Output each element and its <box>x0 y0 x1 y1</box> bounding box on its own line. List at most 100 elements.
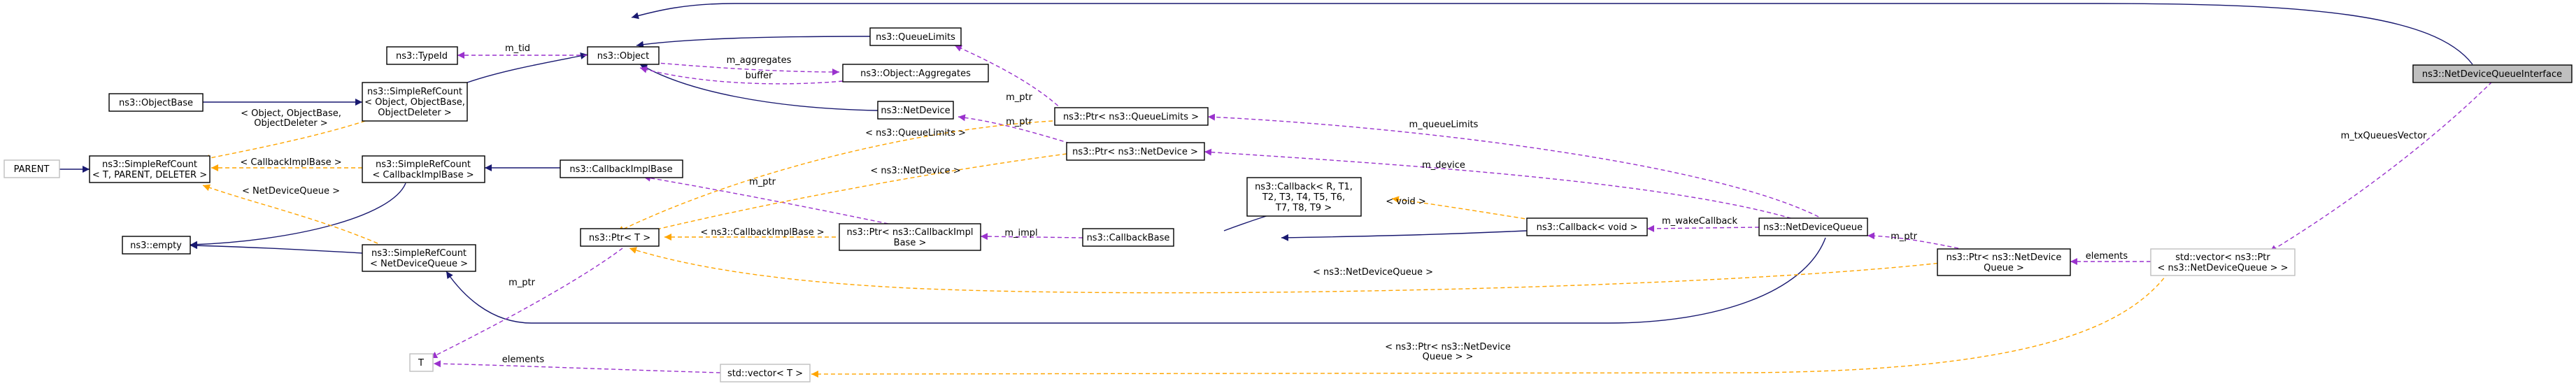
label-m-ptr-ndq: m_ptr <box>1891 231 1918 242</box>
node-simplerefcount-tpd-line-2: < T, PARENT, DELETER > <box>92 170 207 180</box>
node-vector-ptr-ndq[interactable]: std::vector< ns3::Ptr < ns3::NetDeviceQu… <box>2150 248 2296 276</box>
node-ptr-T-label: ns3::Ptr< T > <box>589 233 650 243</box>
node-simplerefcount-cb-line-1: ns3::SimpleRefCount <box>376 159 471 170</box>
edge-ndqi-to-object <box>631 3 2473 65</box>
node-netdevicequeueinterface[interactable]: ns3::NetDeviceQueueInterface <box>2412 64 2573 83</box>
label-buffer: buffer <box>746 71 773 81</box>
node-netdevice[interactable]: ns3::NetDevice <box>877 101 954 120</box>
edge-callbackvoid-to-callbackbase <box>1281 230 1528 241</box>
node-aggregates-label: ns3::Object::Aggregates <box>860 69 971 79</box>
edge-ptrql-to-queuelimits <box>954 45 1064 111</box>
node-ptr-queuelimits[interactable]: ns3::Ptr< ns3::QueueLimits > <box>1054 107 1209 126</box>
edge-tpl-ptrql <box>616 120 1053 233</box>
label-void-tpl: < void > <box>1386 196 1426 207</box>
node-simplerefcount-cb-line-2: < CallbackImplBase > <box>372 170 474 180</box>
node-queuelimits[interactable]: ns3::QueueLimits <box>869 27 962 46</box>
node-netdevice-label: ns3::NetDevice <box>881 106 950 116</box>
node-callbackbase[interactable]: ns3::CallbackBase <box>1082 228 1174 247</box>
node-ptr-queuelimits-label: ns3::Ptr< ns3::QueueLimits > <box>1063 112 1199 122</box>
label-m-ptr-queuelimits: m_ptr <box>1006 92 1033 103</box>
node-ptr-netdevicequeue-line-1: ns3::Ptr< ns3::NetDevice <box>1947 252 2062 263</box>
node-typeid[interactable]: ns3::TypeId <box>386 46 458 65</box>
edge-aggregates-usage <box>639 61 840 76</box>
node-vector-T[interactable]: std::vector< T > <box>720 364 811 383</box>
edge-ptrT-to-T <box>429 248 623 359</box>
node-simplerefcount-ndq-line-2: < NetDeviceQueue > <box>370 259 468 269</box>
node-callback-RT-line-1: ns3::Callback< R, T1, <box>1255 182 1353 192</box>
node-simplerefcount-object-line-1: ns3::SimpleRefCount <box>367 87 462 97</box>
edge-buffer-usage <box>639 66 844 85</box>
node-callbackimplbase[interactable]: ns3::CallbackImplBase <box>560 159 683 178</box>
node-netdevicequeue[interactable]: ns3::NetDeviceQueue <box>1758 217 1868 236</box>
node-netdevicequeue-label: ns3::NetDeviceQueue <box>1763 222 1863 233</box>
edge-ptrcbimpl-from-callbackbase <box>980 233 1083 241</box>
label-m-queuelimits: m_queueLimits <box>1409 120 1479 130</box>
label-m-aggregates: m_aggregates <box>727 55 792 66</box>
node-callback-RT[interactable]: ns3::Callback< R, T1, T2, T3, T4, T5, T6… <box>1246 177 1362 217</box>
node-object[interactable]: ns3::Object <box>587 46 660 65</box>
node-callbackimplbase-label: ns3::CallbackImplBase <box>569 164 672 175</box>
label-m-ptr-cbimpl: m_ptr <box>749 177 776 187</box>
node-ptr-T[interactable]: ns3::Ptr< T > <box>580 228 660 247</box>
node-objectbase-label: ns3::ObjectBase <box>119 98 193 108</box>
edge-tpl-callbackvoid <box>1391 196 1539 222</box>
node-ptr-callbackimplbase-line-1: ns3::Ptr< ns3::CallbackImpl <box>847 227 974 238</box>
node-vector-ptr-ndq-line-1: std::vector< ns3::Ptr <box>2175 252 2270 263</box>
node-simplerefcount-tpd[interactable]: ns3::SimpleRefCount < T, PARENT, DELETER… <box>89 155 211 183</box>
node-parent[interactable]: PARENT <box>3 159 60 178</box>
label-m-ptr-T: m_ptr <box>508 278 536 288</box>
node-vector-ptr-ndq-line-2: < ns3::NetDeviceQueue > > <box>2157 263 2288 273</box>
node-simplerefcount-object[interactable]: ns3::SimpleRefCount < Object, ObjectBase… <box>362 82 468 122</box>
node-callback-void[interactable]: ns3::Callback< void > <box>1526 217 1648 236</box>
node-empty-label: ns3::empty <box>130 241 182 251</box>
label-srcobject-tpl-line-2: ObjectDeleter > <box>254 118 327 129</box>
node-ptr-callbackimplbase-line-2: Base > <box>894 238 927 248</box>
label-srcobject-tpl-line-1: < Object, ObjectBase, <box>241 108 341 119</box>
label-elements-ndq: elements <box>2086 251 2128 262</box>
node-aggregates[interactable]: ns3::Object::Aggregates <box>842 64 989 83</box>
node-callback-RT-line-2: T2, T3, T4, T5, T6, <box>1262 192 1345 203</box>
label-m-impl: m_impl <box>1004 228 1037 238</box>
node-callbackbase-label: ns3::CallbackBase <box>1087 233 1170 243</box>
node-ptr-netdevicequeue-line-2: Queue > <box>1984 263 2024 273</box>
node-T[interactable]: T <box>409 353 434 372</box>
node-ptr-netdevice-label: ns3::Ptr< ns3::NetDevice > <box>1072 147 1198 157</box>
edge-vecT-to-T <box>433 360 721 373</box>
label-m-txqueuesvector: m_txQueuesVector <box>2341 131 2428 141</box>
label-m-ptr-netdevice: m_ptr <box>1006 117 1033 127</box>
edge-ptrcbimpl-to-cbimplbase <box>643 174 889 224</box>
edge-netdevice-to-object <box>639 64 878 111</box>
node-callback-RT-line-3: T7, T8, T9 > <box>1275 203 1332 213</box>
node-objectbase[interactable]: ns3::ObjectBase <box>108 93 204 112</box>
edge-tpl-srcndq <box>202 184 378 244</box>
label-srccb-tpl: < CallbackImplBase > <box>240 157 341 168</box>
node-object-label: ns3::Object <box>597 51 649 62</box>
node-netdevicequeueinterface-label: ns3::NetDeviceQueueInterface <box>2422 69 2562 80</box>
node-typeid-label: ns3::TypeId <box>396 51 448 62</box>
edge-ndq-to-ptrnd <box>1204 148 1805 223</box>
edge-tpl-ptrnd <box>627 153 1067 238</box>
node-simplerefcount-cb[interactable]: ns3::SimpleRefCount < CallbackImplBase > <box>362 155 485 183</box>
node-T-label: T <box>418 358 424 369</box>
edge-tpl-vecptr <box>811 272 2169 378</box>
label-m-wakecallback: m_wakeCallback <box>1662 216 1737 227</box>
edge-queuelimits-to-object <box>636 36 871 48</box>
label-netdevice-tpl: < ns3::NetDevice > <box>870 166 960 176</box>
node-ptr-netdevicequeue[interactable]: ns3::Ptr< ns3::NetDevice Queue > <box>1937 248 2071 276</box>
edge-ndq-to-callbackvoid <box>1646 224 1760 232</box>
edge-srccb-to-empty <box>190 183 406 248</box>
node-parent-label: PARENT <box>14 164 50 175</box>
label-m-tid: m_tid <box>505 43 530 54</box>
label-elements-T: elements <box>502 355 545 365</box>
node-ptr-netdevice[interactable]: ns3::Ptr< ns3::NetDevice > <box>1066 142 1205 161</box>
node-empty[interactable]: ns3::empty <box>122 236 191 255</box>
node-simplerefcount-ndq-line-1: ns3::SimpleRefCount <box>371 248 467 259</box>
edge-srcobject-to-object <box>467 52 588 83</box>
node-simplerefcount-tpd-line-1: ns3::SimpleRefCount <box>102 159 197 170</box>
label-queuelimits-tpl: < ns3::QueueLimits > <box>865 128 966 138</box>
label-vector-tpl-line-2: Queue > > <box>1423 352 1474 362</box>
node-vector-T-label: std::vector< T > <box>727 369 803 379</box>
node-ptr-callbackimplbase[interactable]: ns3::Ptr< ns3::CallbackImpl Base > <box>839 223 981 251</box>
edge-ndq-to-ptrql <box>1207 113 1819 217</box>
node-simplerefcount-ndq[interactable]: ns3::SimpleRefCount < NetDeviceQueue > <box>362 244 476 272</box>
